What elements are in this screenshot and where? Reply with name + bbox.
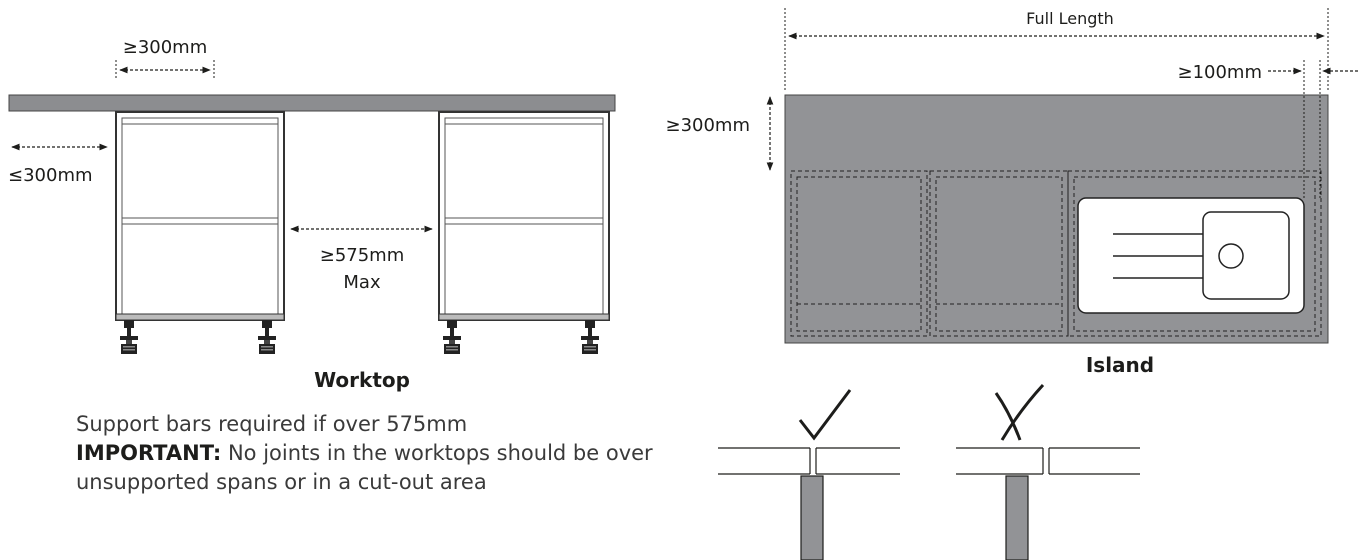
- worktop-diagram: ≥300mm ≤300mm ≥575mm Max Worktop: [8, 37, 616, 392]
- dimension-label: ≤300mm: [8, 165, 93, 186]
- important-label: IMPORTANT:: [76, 441, 222, 465]
- worktop-caption: Worktop: [314, 368, 410, 392]
- dimension-label: Full Length: [1026, 9, 1114, 28]
- important-text: No joints in the worktops should be over: [221, 441, 653, 465]
- check-mark-icon: [798, 389, 852, 441]
- island-cabinets-outline: [790, 170, 1322, 337]
- adjustable-leg-icon: [443, 320, 461, 354]
- adjustable-leg-icon: [120, 320, 138, 354]
- dimension-sublabel: Max: [343, 272, 381, 293]
- joint-incorrect: [956, 383, 1140, 560]
- x-mark-icon: [994, 383, 1045, 441]
- adjustable-leg-icon: [258, 320, 276, 354]
- support-panel: [1005, 475, 1029, 560]
- adjustable-leg-icon: [581, 320, 599, 354]
- dimension-full-length: Full Length: [784, 8, 1329, 92]
- dimension-min-end: ≥100mm: [1177, 60, 1358, 200]
- worktop-slab: [8, 94, 616, 112]
- base-cabinet-right: [438, 111, 610, 321]
- important-text-line2: unsupported spans or in a cut-out area: [76, 470, 487, 494]
- important-note: IMPORTANT: No joints in the worktops sho…: [76, 439, 653, 468]
- joint-correct: [718, 389, 900, 560]
- dimension-label: ≥300mm: [123, 37, 208, 58]
- dimension-max-span: ≥575mm Max: [290, 225, 433, 293]
- important-note-continued: unsupported spans or in a cut-out area: [76, 468, 487, 497]
- support-note: Support bars required if over 575mm: [76, 410, 467, 439]
- dimension-label: ≥300mm: [665, 115, 750, 136]
- island-diagram: Full Length ≥100mm ≥300mm Island: [665, 8, 1358, 377]
- sink-icon: [1077, 197, 1305, 314]
- dimension-label: ≥100mm: [1177, 62, 1262, 83]
- base-cabinet-left: [115, 111, 285, 321]
- dimension-min-support: ≥300mm: [115, 37, 215, 80]
- dimension-min-overhang: ≥300mm: [665, 96, 774, 171]
- dimension-max-overhang: ≤300mm: [8, 143, 108, 186]
- support-note-text: Support bars required if over 575mm: [76, 412, 468, 436]
- support-panel: [800, 475, 824, 560]
- dimension-label: ≥575mm: [320, 245, 405, 266]
- island-caption: Island: [1086, 353, 1154, 377]
